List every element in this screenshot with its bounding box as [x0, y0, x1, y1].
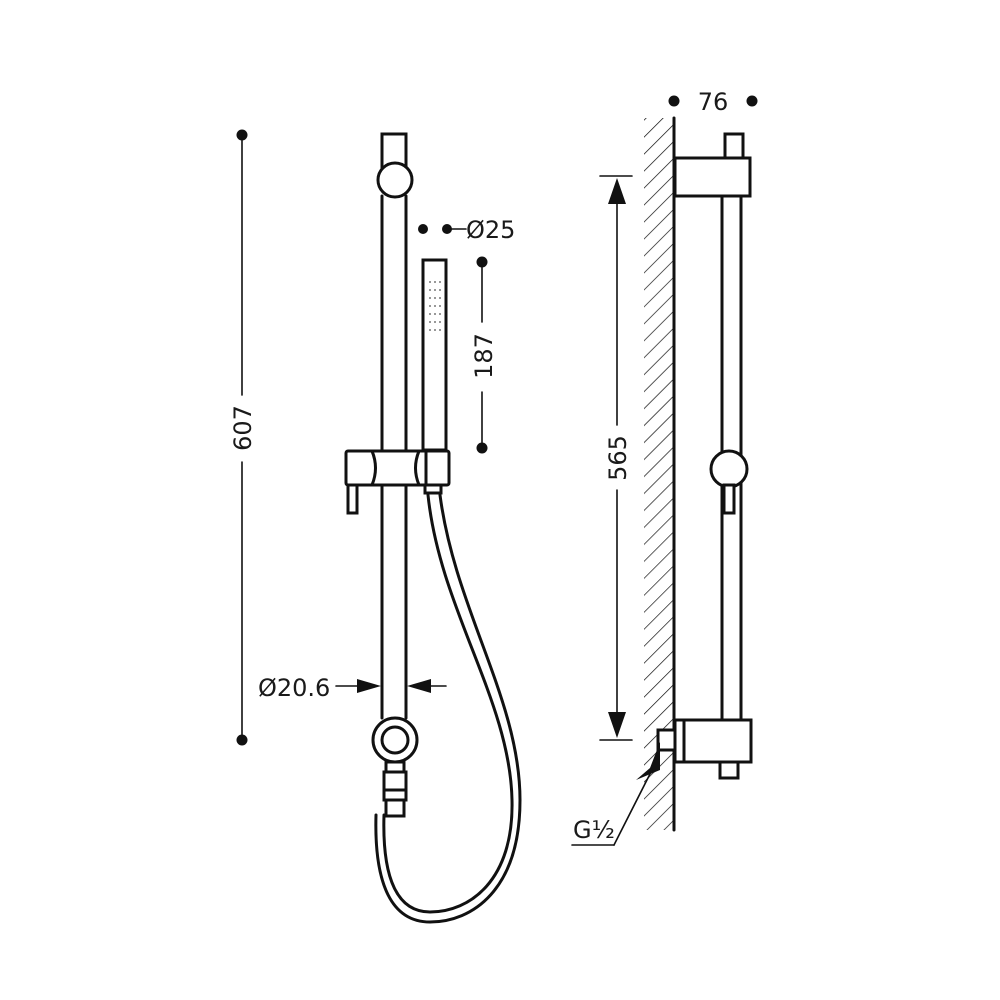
- handset-length-dimension: 187: [470, 256, 498, 454]
- wall-section: [644, 116, 676, 832]
- rail-diameter-dimension: Ø20.6: [258, 674, 447, 702]
- side-bottom-bracket: [656, 718, 753, 780]
- overall-height-dimension: 607: [229, 129, 257, 746]
- thread-label: G½: [573, 816, 615, 844]
- wall-projection-label: 76: [698, 88, 729, 116]
- slide-rail: [380, 194, 408, 720]
- handset-diameter-dimension: Ø25: [418, 216, 515, 244]
- handset-diameter-label: Ø25: [466, 216, 515, 244]
- side-view: 76 565: [571, 88, 758, 846]
- hand-shower: [421, 258, 448, 452]
- top-bracket: [376, 132, 414, 199]
- rail-diameter-label: Ø20.6: [258, 674, 330, 702]
- side-slider: [709, 449, 749, 515]
- thread-callout: G½: [571, 742, 660, 846]
- handset-length-label: 187: [470, 333, 498, 379]
- slider-holder: [344, 449, 451, 515]
- bracket-spacing-dimension: 565: [599, 175, 633, 741]
- side-top-bracket: [673, 132, 752, 198]
- bottom-bracket: [371, 716, 419, 818]
- wall-projection-dimension: 76: [668, 88, 758, 116]
- front-view: 607: [229, 129, 522, 924]
- bracket-spacing-label: 565: [604, 435, 632, 481]
- spray-nozzles: [429, 281, 441, 331]
- shower-hose: [374, 493, 522, 924]
- overall-height-label: 607: [229, 405, 257, 451]
